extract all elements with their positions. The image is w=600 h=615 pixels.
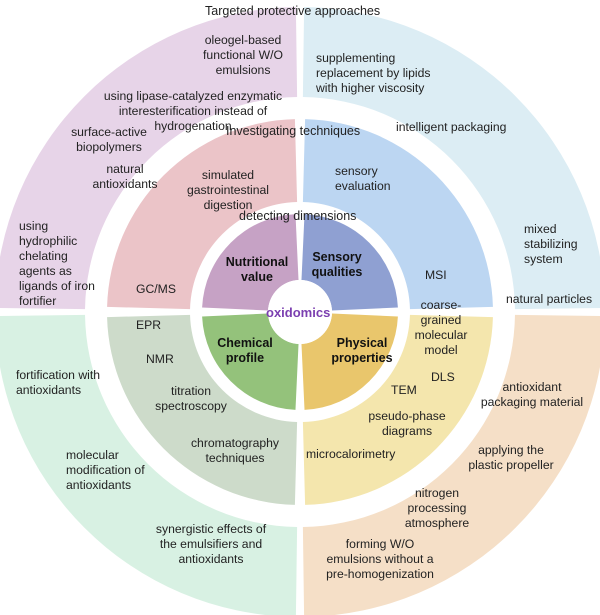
center-label-oxidomics: oxidomics — [266, 305, 331, 320]
middle-chemical-item: NMR — [146, 352, 174, 366]
inner-label-sensory-qualities: Sensory qualities — [311, 250, 363, 279]
outer-ring-sector-chemical — [0, 314, 298, 615]
middle-ring-sector-sensory — [302, 119, 493, 310]
outer-nutritional-item: using lipase-catalyzed enzymatic interes… — [103, 89, 283, 133]
outer-physical-item: natural particles — [506, 292, 593, 306]
middle-ring-sector-chemical — [107, 314, 298, 505]
inner-ring-sector-nutritional — [202, 214, 299, 311]
outer-sensory-item: supplementing replacement by lipids with… — [316, 51, 431, 95]
outer-ring-sector-nutritional — [0, 7, 298, 310]
middle-chemical-item: chromatography techniques — [190, 436, 280, 465]
middle-physical-item: microcalorimetry — [306, 447, 396, 461]
outer-physical-item: nitrogen processing atmosphere — [404, 486, 470, 530]
middle-physical-item: TEM — [391, 383, 417, 397]
middle-chemical-item: EPR — [136, 318, 162, 332]
outer-sensory-item: intelligent packaging — [396, 120, 507, 134]
middle-physical-item: pseudo-phase diagrams — [368, 409, 446, 438]
middle-ring-title: Investigating techniques — [226, 124, 361, 138]
middle-physical-item: DLS — [431, 370, 455, 384]
outer-nutritional-item: natural antioxidants — [92, 162, 158, 191]
outer-chemical-item: synergistic effects of the emulsifiers a… — [155, 522, 267, 566]
outer-physical-item: forming W/O emulsions without a pre-homo… — [326, 537, 434, 581]
middle-ring-sector-physical — [302, 314, 493, 505]
middle-physical-item: coarse- grained molecular model — [414, 298, 468, 357]
inner-ring-title: detecting dimensions — [239, 209, 357, 223]
outer-nutritional-item: surface-active biopolymers — [71, 125, 147, 154]
middle-sensory-item: sensory evaluation — [335, 164, 391, 193]
outer-chemical-item: molecular modification of antioxidants — [66, 448, 145, 492]
middle-physical-item: MSI — [425, 268, 447, 282]
outer-ring-sector-sensory — [302, 7, 600, 310]
outer-ring-title: Targeted protective approaches — [205, 4, 381, 18]
inner-ring-sector-physical — [301, 313, 398, 410]
inner-ring-sector-sensory — [301, 214, 398, 311]
inner-label-physical-properties: Physical properties — [331, 336, 393, 365]
outer-physical-item: antioxidant packaging material — [480, 380, 584, 409]
inner-label-chemical-profile: Chemical profile — [217, 336, 273, 365]
outer-chemical-item: using hydrophilic chelating agents as li… — [19, 219, 95, 308]
middle-chemical-item: GC/MS — [136, 282, 176, 296]
middle-nutritional-item: simulated gastrointestinal digestion — [187, 168, 269, 212]
outer-nutritional-item: oleogel-based functional W/O emulsions — [203, 33, 283, 77]
inner-label-nutritional-value: Nutritional value — [225, 255, 289, 284]
inner-ring-sector-chemical — [202, 313, 299, 410]
outer-ring-sector-physical — [302, 314, 600, 615]
outer-physical-item: applying the plastic propeller — [468, 443, 554, 472]
outer-chemical-item: fortification with antioxidants — [16, 368, 100, 397]
middle-chemical-item: titration spectroscopy — [155, 384, 227, 413]
center-disc — [268, 280, 332, 344]
outer-physical-item: mixed stabilizing system — [524, 222, 578, 266]
middle-ring-sector-nutritional — [107, 119, 298, 310]
